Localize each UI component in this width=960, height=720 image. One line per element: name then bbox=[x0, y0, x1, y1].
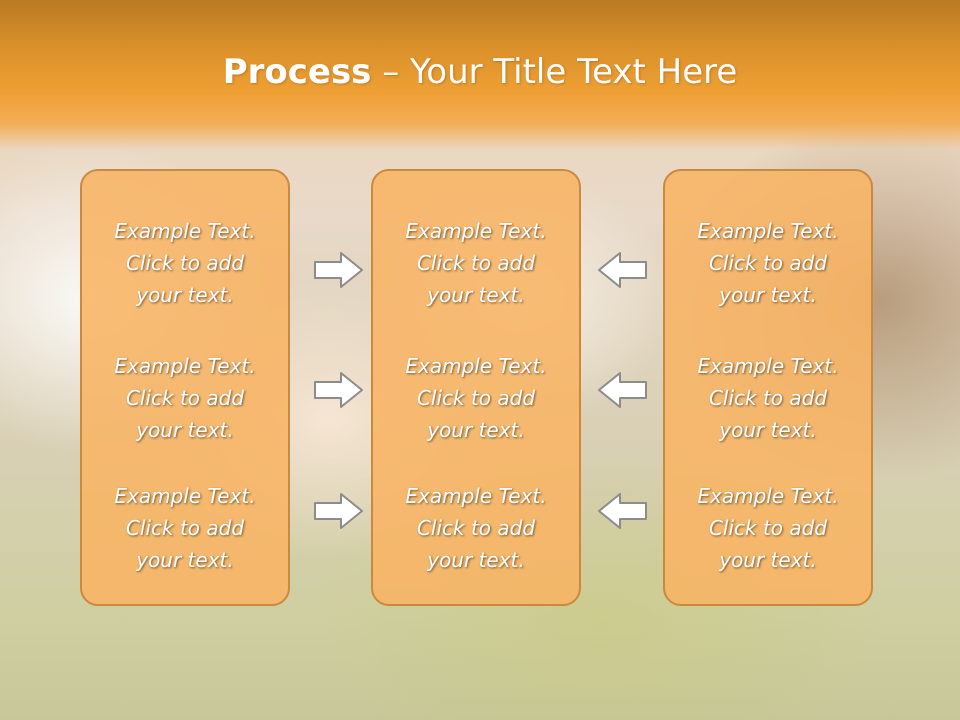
text-line: your text. bbox=[136, 418, 234, 442]
text-line: Click to add bbox=[125, 516, 245, 540]
text-line: Example Text. bbox=[697, 219, 839, 243]
left-arrow-icon[interactable] bbox=[596, 250, 648, 290]
right-arrow-icon[interactable] bbox=[313, 250, 365, 290]
text-placeholder[interactable]: Example Text. Click to add your text. bbox=[82, 480, 288, 576]
text-placeholder[interactable]: Example Text. Click to add your text. bbox=[665, 215, 871, 311]
process-box-left[interactable]: Example Text. Click to add your text. Ex… bbox=[80, 169, 290, 606]
text-line: Click to add bbox=[708, 251, 828, 275]
text-line: Click to add bbox=[125, 251, 245, 275]
text-line: Example Text. bbox=[114, 219, 256, 243]
text-line: Example Text. bbox=[697, 484, 839, 508]
title-bold: Process bbox=[222, 52, 372, 92]
title-rest: – Your Title Text Here bbox=[371, 52, 738, 92]
text-line: Example Text. bbox=[114, 484, 256, 508]
text-placeholder[interactable]: Example Text. Click to add your text. bbox=[373, 215, 579, 311]
text-line: Click to add bbox=[416, 516, 536, 540]
text-line: Example Text. bbox=[405, 219, 547, 243]
text-line: your text. bbox=[136, 283, 234, 307]
text-line: Click to add bbox=[416, 251, 536, 275]
text-line: your text. bbox=[427, 418, 525, 442]
text-line: Click to add bbox=[416, 386, 536, 410]
text-line: Example Text. bbox=[114, 354, 256, 378]
text-line: your text. bbox=[427, 283, 525, 307]
text-line: your text. bbox=[719, 283, 817, 307]
right-arrow-icon[interactable] bbox=[313, 370, 365, 410]
text-line: your text. bbox=[427, 548, 525, 572]
text-line: your text. bbox=[719, 418, 817, 442]
text-placeholder[interactable]: Example Text. Click to add your text. bbox=[82, 350, 288, 446]
process-box-center[interactable]: Example Text. Click to add your text. Ex… bbox=[371, 169, 581, 606]
left-arrow-icon[interactable] bbox=[596, 491, 648, 531]
text-line: your text. bbox=[136, 548, 234, 572]
title-banner bbox=[0, 0, 960, 150]
slide-title[interactable]: Process – Your Title Text Here bbox=[0, 52, 960, 92]
text-line: Click to add bbox=[125, 386, 245, 410]
text-placeholder[interactable]: Example Text. Click to add your text. bbox=[373, 350, 579, 446]
text-line: your text. bbox=[719, 548, 817, 572]
text-line: Click to add bbox=[708, 516, 828, 540]
text-placeholder[interactable]: Example Text. Click to add your text. bbox=[665, 350, 871, 446]
text-placeholder[interactable]: Example Text. Click to add your text. bbox=[82, 215, 288, 311]
right-arrow-icon[interactable] bbox=[313, 491, 365, 531]
text-line: Example Text. bbox=[405, 354, 547, 378]
text-line: Click to add bbox=[708, 386, 828, 410]
left-arrow-icon[interactable] bbox=[596, 370, 648, 410]
text-placeholder[interactable]: Example Text. Click to add your text. bbox=[665, 480, 871, 576]
text-line: Example Text. bbox=[405, 484, 547, 508]
text-line: Example Text. bbox=[697, 354, 839, 378]
process-box-right[interactable]: Example Text. Click to add your text. Ex… bbox=[663, 169, 873, 606]
text-placeholder[interactable]: Example Text. Click to add your text. bbox=[373, 480, 579, 576]
